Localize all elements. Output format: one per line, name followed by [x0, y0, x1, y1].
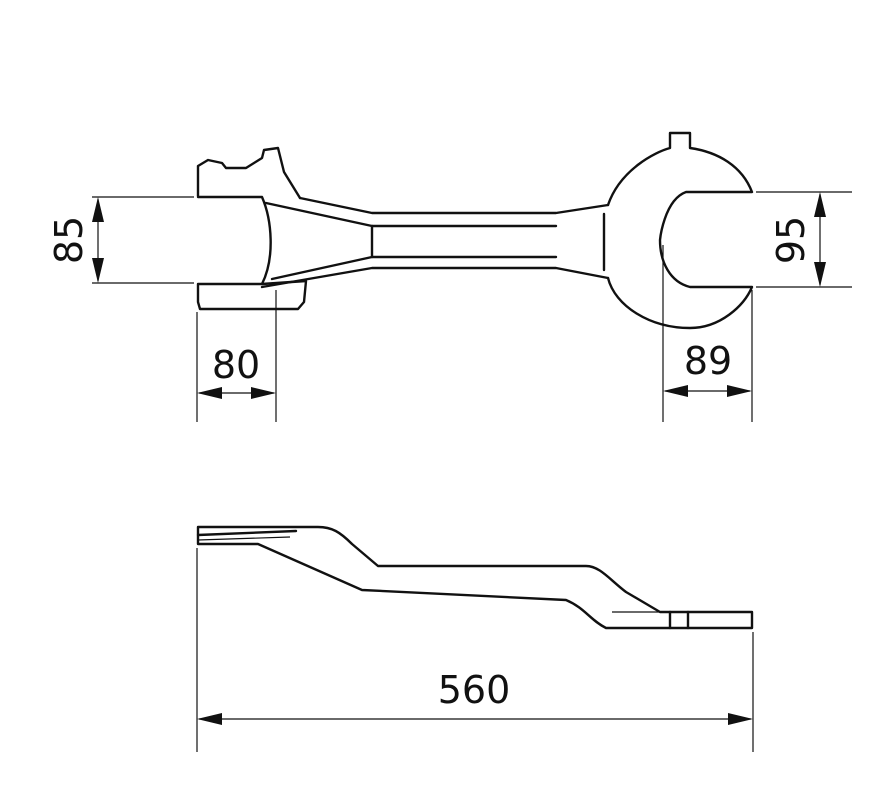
dimension-label-560: 560 [438, 668, 511, 712]
dimension-label-80: 80 [212, 343, 260, 387]
dimension-label-95: 95 [769, 216, 813, 264]
handle-lower-edge [260, 266, 610, 289]
right-ring-head [606, 131, 754, 330]
left-jaw-throat [196, 195, 272, 286]
dimension-80: 80 [196, 290, 277, 422]
arrow-head [251, 387, 276, 399]
left-jaw-lower [196, 279, 308, 311]
dimension-560: 560 [196, 548, 754, 752]
wrench-side-view [196, 525, 754, 630]
arrow-head [663, 385, 688, 397]
side-profile-outline [196, 525, 754, 630]
arrow-head [728, 713, 753, 725]
handle-relief-upper [264, 201, 558, 228]
arrow-head [197, 387, 222, 399]
handle-upper-edge [298, 196, 610, 215]
dimension-95: 95 [756, 191, 852, 288]
arrow-head [92, 197, 104, 222]
wrench-top-view [196, 131, 754, 330]
left-jaw-upper [196, 146, 302, 200]
arrow-head [197, 713, 222, 725]
arrow-head [814, 262, 826, 287]
arrow-head [814, 192, 826, 217]
dimension-85: 85 [47, 196, 194, 284]
side-inner-line-left-2 [197, 536, 291, 541]
dimension-label-89: 89 [684, 339, 732, 383]
dimension-label-85: 85 [47, 216, 91, 264]
dimension-89: 89 [662, 245, 753, 422]
arrow-head [92, 258, 104, 283]
arrow-head [727, 385, 752, 397]
side-inner-line-left [196, 529, 298, 537]
